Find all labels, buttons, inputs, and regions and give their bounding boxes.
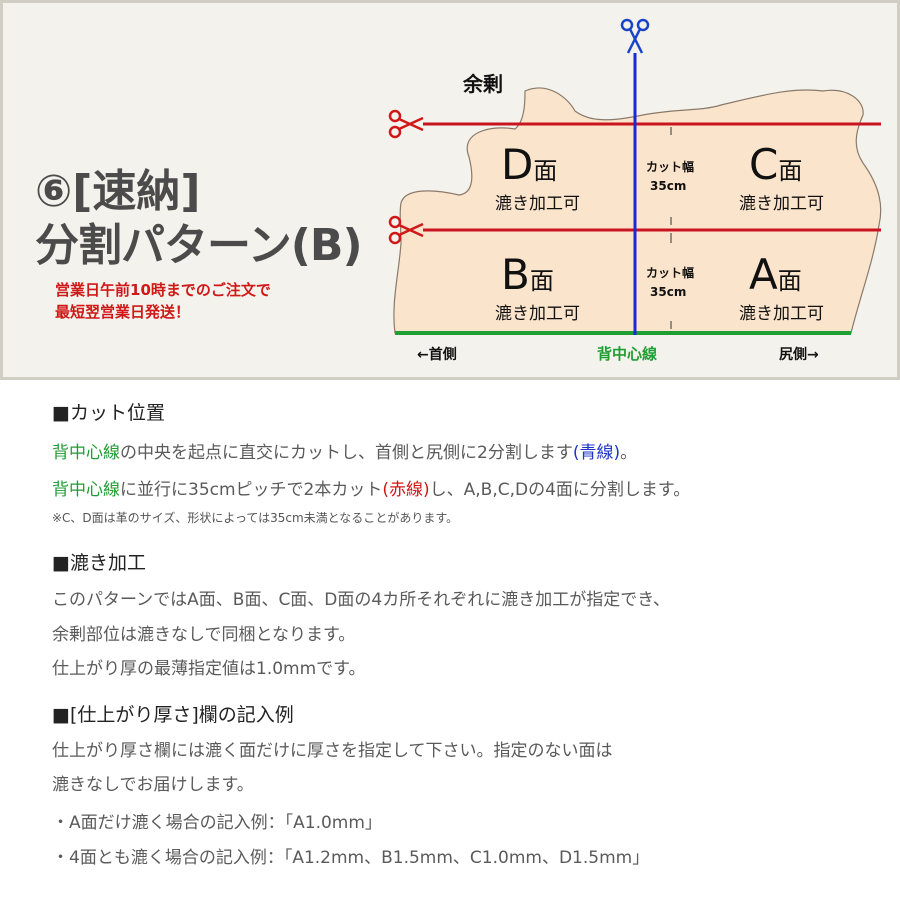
cut-position-line2: 背中心線に並行に35cmピッチで2本カット(赤線)し、A,B,C,Dの4面に分割… [52,475,690,500]
svg-text:A面: A面 [749,250,802,299]
skiving-line: このパターンではA面、B面、C面、D面の4カ所それぞれに漉き加工が指定でき、 [52,590,671,610]
scissors-icon [388,109,424,139]
svg-text:C面: C面 [749,140,802,189]
cut-position-line1-end: 。 [620,443,638,463]
cut-position-line2-end: し、A,B,C,Dの4面に分割します。 [429,480,691,500]
svg-text:B面: B面 [501,250,554,299]
heading-line2: 分割パターン(B) [35,220,363,271]
blue-line-term: (青線) [572,443,621,463]
panel-d-note: 漉き加工可 [495,194,580,214]
svg-text:D面: D面 [501,140,557,189]
skiving-line: 余剰部位は漉きなしで同梱となります。 [52,625,356,645]
backbone-term: 背中心線 [52,443,120,463]
panel-b-note: 漉き加工可 [495,304,580,324]
notice-line1: 営業日午前10時までのご注文で [55,281,271,299]
cutting-diagram: 余剰 D面 漉き加工可 C面 漉き加工可 B面 漉き加工可 A面 漉き加工可 カ… [388,18,882,363]
skiving-line: 仕上がり厚の最薄指定値は1.0mmです。 [52,659,366,679]
heading-line1: ⑥[速納] [35,166,201,217]
scissors-icon [620,18,650,54]
cut-position-note: ※C、D面は革のサイズ、形状によっては35cm未満となることがあります。 [52,511,459,525]
neck-label: ←首側 [417,346,457,363]
panel-d-suffix: 面 [533,157,557,185]
thickness-example: ・4面とも漉く場合の記入例：「A1.2mm、B1.5mm、C1.0mm、D1.5… [52,848,650,868]
panel-b-letter: B [501,250,530,299]
skiving-title: ■漉き加工 [52,552,146,574]
panel-a-suffix: 面 [778,267,802,295]
cut-position-line2-text: に並行に35cmピッチで2本カット [120,480,383,500]
cut-width-value-upper: 35cm [650,179,686,193]
surplus-label: 余剰 [462,72,503,96]
panel-c-letter: C [749,140,778,189]
panel-a-note: 漉き加工可 [739,304,824,324]
red-line-term: (赤線) [382,480,430,500]
cut-width-label-lower: カット幅 [646,265,694,280]
cut-position-title: ■カット位置 [52,402,165,424]
backbone-term: 背中心線 [52,480,120,500]
backbone-label: 背中心線 [597,345,657,363]
thickness-example: ・A面だけ漉く場合の記入例：「A1.0mm」 [52,813,382,833]
thickness-line: 仕上がり厚さ欄には漉く面だけに厚さを指定して下さい。指定のない面は [52,741,613,761]
panel-c-note: 漉き加工可 [739,194,824,214]
diagram-banner: 余剰 D面 漉き加工可 C面 漉き加工可 B面 漉き加工可 A面 漉き加工可 カ… [0,0,900,380]
thickness-title: ■[仕上がり厚さ]欄の記入例 [52,704,294,726]
scissors-icon [388,215,424,245]
panel-c-suffix: 面 [778,157,802,185]
cut-position-line1: 背中心線の中央を起点に直交にカットし、首側と尻側に2分割します(青線)。 [52,438,637,463]
thickness-line: 漉きなしでお届けします。 [52,775,254,795]
panel-d-letter: D [501,140,533,189]
panel-a-letter: A [749,250,778,299]
notice-line2: 最短翌営業日発送！ [55,303,191,321]
cut-position-line1-text: の中央を起点に直交にカットし、首側と尻側に2分割します [120,443,573,463]
rump-label: 尻側→ [779,346,819,363]
leather-hide [393,87,882,334]
cut-width-value-lower: 35cm [650,285,686,299]
cut-width-label-upper: カット幅 [646,159,694,174]
panel-b-suffix: 面 [530,267,554,295]
